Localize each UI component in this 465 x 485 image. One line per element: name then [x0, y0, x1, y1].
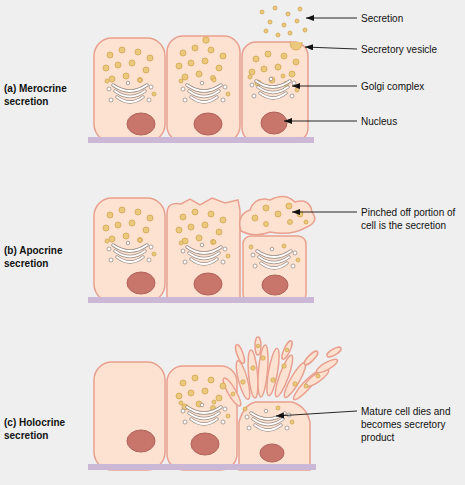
merocrine-cells-circle — [264, 29, 268, 33]
holocrine-cells-circle — [251, 366, 255, 370]
merocrine-cells — [88, 6, 314, 143]
part-label: Golgi complex — [361, 80, 461, 93]
merocrine-cells-circle — [260, 10, 264, 14]
merocrine-cells-circle — [268, 20, 272, 24]
holocrine-cells-ellipse — [326, 345, 343, 358]
panel-title: (c) Holocrine secretion — [4, 416, 88, 442]
apocrine-cells-circle — [252, 215, 258, 221]
apocrine-cells-rect — [88, 297, 314, 303]
merocrine-cells-circle — [203, 37, 209, 43]
merocrine-cells-circle — [276, 33, 280, 37]
apocrine-cells-circle — [264, 222, 269, 227]
holocrine-cells-circle — [261, 356, 265, 360]
apocrine-cells-path — [167, 198, 240, 302]
leader-lines-line — [292, 86, 357, 87]
apocrine-cells-circle — [263, 205, 269, 211]
merocrine-cells-path — [290, 42, 302, 50]
panel-title: (a) Merocrine secretion — [4, 82, 88, 108]
merocrine-cells-rect — [242, 42, 308, 142]
part-label: Pinched off portion of cell is the secre… — [361, 206, 461, 232]
leader-lines — [276, 18, 357, 416]
holocrine-cells-circle — [271, 378, 275, 382]
holocrine-cells-ellipse — [234, 344, 246, 365]
leader-lines-line — [292, 212, 357, 213]
holocrine-cells-ellipse — [303, 350, 320, 367]
merocrine-cells-ellipse — [261, 112, 287, 134]
holocrine-cells-circle — [316, 374, 320, 378]
holocrine-cells-circle — [293, 382, 297, 386]
holocrine-cells-rect — [88, 464, 316, 470]
apocrine-cells — [88, 196, 315, 303]
leader-lines-line — [306, 18, 357, 19]
panel-title: (b) Apocrine secretion — [4, 244, 88, 270]
holocrine-cells-circle — [285, 348, 289, 352]
leader-lines-line — [305, 47, 357, 49]
merocrine-cells-ellipse — [127, 113, 155, 135]
apocrine-cells-use — [176, 209, 226, 245]
apocrine-cells-circle — [304, 220, 308, 224]
merocrine-cells-circle — [295, 19, 299, 23]
apocrine-cells-use — [179, 240, 230, 264]
merocrine-cells-use — [179, 78, 230, 102]
apocrine-cells-use — [249, 244, 300, 268]
apocrine-cells-circle — [288, 220, 293, 225]
apocrine-cells-rect — [94, 198, 165, 302]
merocrine-cells-circle — [298, 7, 302, 11]
merocrine-cells-use — [105, 78, 156, 102]
apocrine-cells-use — [103, 207, 153, 243]
merocrine-cells-use — [176, 45, 226, 81]
leader-lines-line — [284, 121, 357, 122]
apocrine-cells-circle — [286, 203, 292, 209]
merocrine-cells-circle — [282, 23, 286, 27]
apocrine-cells-ellipse — [127, 272, 155, 294]
holocrine-cells-ellipse — [127, 430, 155, 452]
merocrine-cells-rect — [94, 38, 165, 142]
merocrine-cells-rect — [88, 137, 314, 143]
holocrine-cells-ellipse — [191, 433, 219, 455]
holocrine-cells-circle — [231, 392, 235, 396]
leader-lines-line — [276, 411, 357, 416]
part-label: Nucleus — [361, 115, 461, 128]
merocrine-cells-use — [103, 47, 153, 83]
merocrine-cells-circle — [288, 31, 292, 35]
merocrine-cells-use — [248, 74, 299, 98]
merocrine-cells-circle — [273, 6, 277, 10]
holocrine-cells-ellipse — [315, 357, 339, 375]
holocrine-cells-ellipse — [291, 370, 321, 402]
holocrine-cells-ellipse — [280, 340, 294, 361]
holocrine-cells-path — [239, 402, 310, 470]
merocrine-cells-ellipse — [194, 113, 222, 135]
apocrine-cells-ellipse — [262, 275, 288, 295]
holocrine-cells-ellipse — [255, 337, 261, 355]
part-label: Secretory vesicle — [361, 43, 461, 56]
apocrine-cells-rect — [243, 236, 306, 302]
holocrine-cells-use — [243, 406, 294, 430]
part-label: Mature cell dies and becomes secretory p… — [361, 405, 461, 444]
apocrine-cells-ellipse — [194, 273, 222, 295]
apocrine-cells-path — [240, 196, 315, 234]
apocrine-cells-circle — [275, 211, 281, 217]
apocrine-cells-use — [105, 238, 156, 262]
holocrine-cells-ellipse — [260, 444, 284, 462]
merocrine-cells-circle — [303, 28, 307, 32]
holocrine-cells-circle — [282, 364, 286, 368]
merocrine-cells-circle — [286, 12, 290, 16]
part-label: Secretion — [361, 12, 461, 25]
holocrine-cells-rect — [94, 362, 165, 470]
holocrine-cells-use — [179, 400, 230, 424]
holocrine-cells-circle — [304, 384, 308, 388]
merocrine-cells-rect — [167, 36, 240, 142]
holocrine-cells — [88, 337, 342, 470]
holocrine-cells-circle — [241, 380, 245, 384]
holocrine-cells-circle — [256, 344, 260, 348]
